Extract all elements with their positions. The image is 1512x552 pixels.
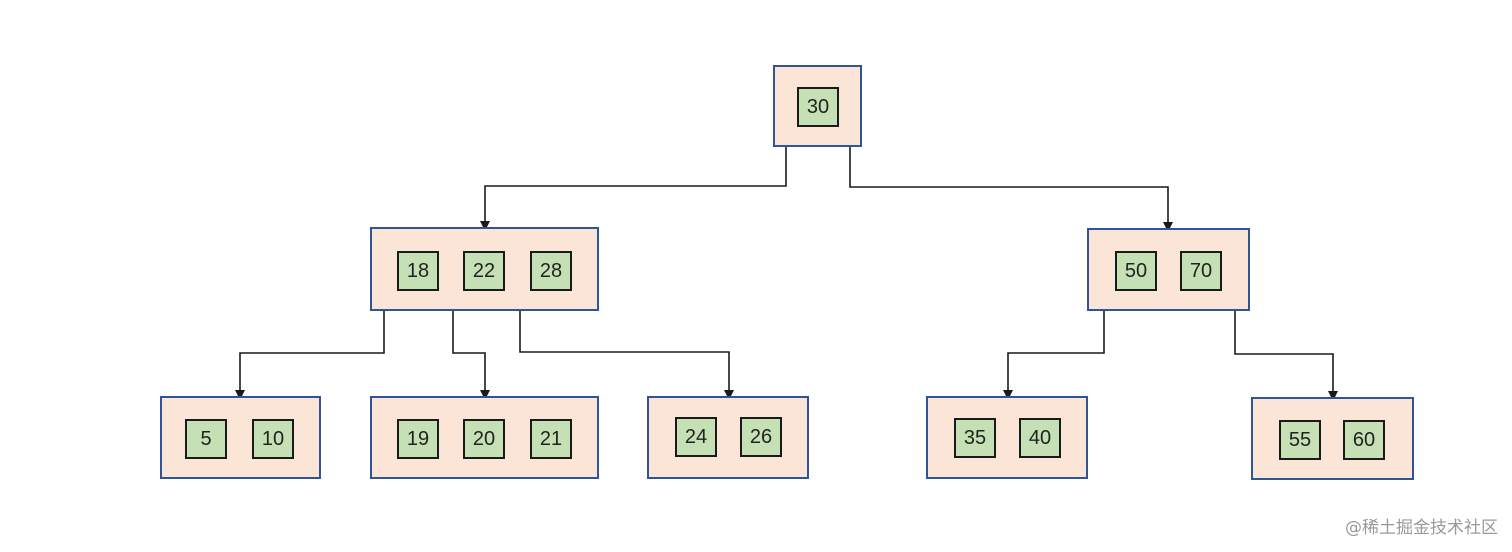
key-cell: 24 — [675, 417, 717, 457]
tree-edge — [519, 311, 734, 400]
leaf-node: 19 20 21 — [370, 396, 599, 479]
tree-edge — [235, 311, 385, 400]
key-cell: 26 — [740, 417, 782, 457]
key-cell: 10 — [252, 419, 294, 459]
leaf-node: 24 26 — [647, 396, 809, 479]
key-cell: 18 — [397, 251, 439, 291]
key-cell: 5 — [185, 419, 227, 459]
key-cell: 21 — [530, 419, 572, 459]
key-cell: 20 — [463, 419, 505, 459]
key-cell: 22 — [463, 251, 505, 291]
internal-node-left: 18 22 28 — [370, 227, 599, 311]
tree-edge — [480, 147, 787, 231]
leaf-node: 55 60 — [1251, 397, 1414, 480]
root-node: 30 — [773, 65, 862, 147]
key-cell: 55 — [1279, 420, 1321, 460]
tree-edge — [1234, 311, 1338, 401]
key-cell: 50 — [1115, 251, 1157, 291]
key-cell: 40 — [1019, 418, 1061, 458]
tree-edge — [452, 311, 490, 400]
watermark: @稀土掘金技术社区 — [1345, 518, 1498, 538]
key-cell: 30 — [797, 87, 839, 127]
key-cell: 70 — [1180, 251, 1222, 291]
leaf-node: 35 40 — [926, 396, 1088, 479]
key-cell: 60 — [1343, 420, 1385, 460]
tree-edge — [1003, 311, 1105, 400]
internal-node-right: 50 70 — [1087, 228, 1250, 311]
key-cell: 19 — [397, 419, 439, 459]
leaf-node: 5 10 — [160, 396, 321, 479]
key-cell: 28 — [530, 251, 572, 291]
tree-edge — [849, 147, 1173, 232]
key-cell: 35 — [954, 418, 996, 458]
